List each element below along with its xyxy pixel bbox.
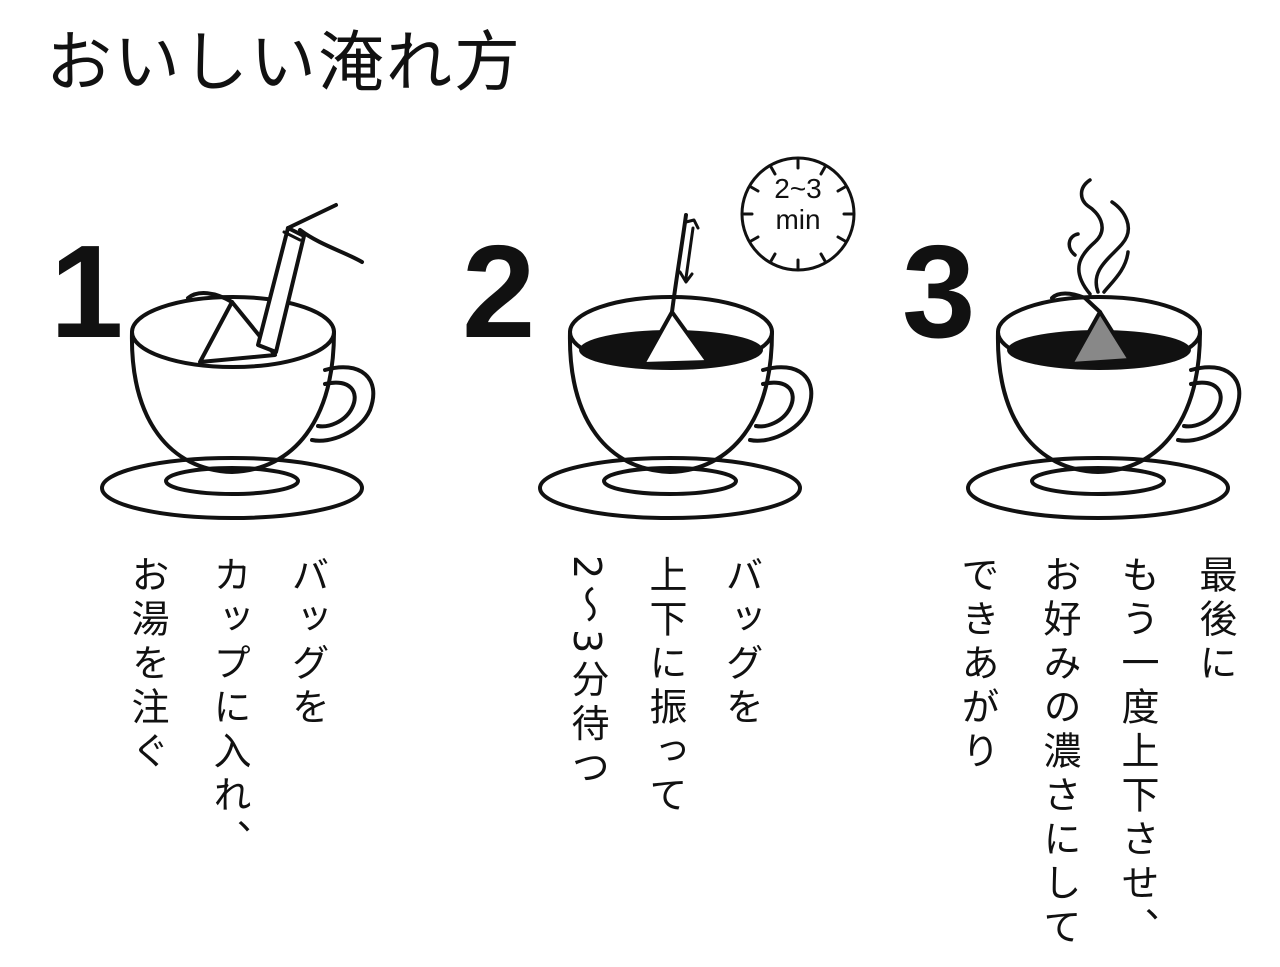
- cup-2-illustration: [538, 156, 856, 520]
- cup-3-body: [995, 330, 1202, 474]
- cup-2-handle: [748, 365, 814, 443]
- step-3-line-2: もう一度上下させ、: [1115, 555, 1159, 951]
- step-3-line-1: 最後に: [1193, 555, 1237, 687]
- saucer-1: [100, 456, 364, 520]
- cup-3-handle: [1176, 365, 1242, 443]
- step-2-number: 2: [462, 218, 536, 365]
- saucer-2: [538, 456, 802, 520]
- saucer-3: [966, 456, 1230, 520]
- step-2-line-2: 上下に振って: [643, 555, 687, 819]
- tea-bag-3: [1069, 310, 1132, 366]
- kettle-spout: [256, 226, 306, 354]
- timer-label: 2~3 min: [748, 173, 848, 236]
- page-title: おいしい淹れ方: [46, 24, 522, 101]
- step-3-line-3: お好みの濃さにして: [1037, 555, 1081, 951]
- step-1-line-3: お湯を注ぐ: [125, 555, 169, 775]
- step-1-line-2: カップに入れ、: [207, 555, 251, 863]
- cup-3-illustration: [966, 178, 1242, 520]
- step-2-line-1: バッグを: [719, 555, 763, 731]
- shake-arrow-icon: [678, 218, 700, 284]
- cup-1-body: [129, 330, 336, 474]
- step-3-line-4: できあがり: [955, 555, 999, 775]
- steam-icon: [1067, 178, 1130, 296]
- cup-1-illustration: [100, 203, 376, 520]
- step-1-number: 1: [50, 218, 124, 365]
- timer-icon: [740, 156, 856, 272]
- step-1-line-1: バッグを: [285, 555, 329, 731]
- step-2-line-3: 2〜3分待つ: [565, 555, 609, 792]
- tea-bag-2: [641, 310, 710, 366]
- cup-2-body: [567, 330, 774, 474]
- cup-1-handle: [310, 365, 376, 443]
- timer-top: 2~3: [774, 173, 822, 204]
- timer-bottom: min: [775, 203, 821, 235]
- step-3-number: 3: [902, 218, 976, 365]
- tea-bag-1: [198, 300, 277, 364]
